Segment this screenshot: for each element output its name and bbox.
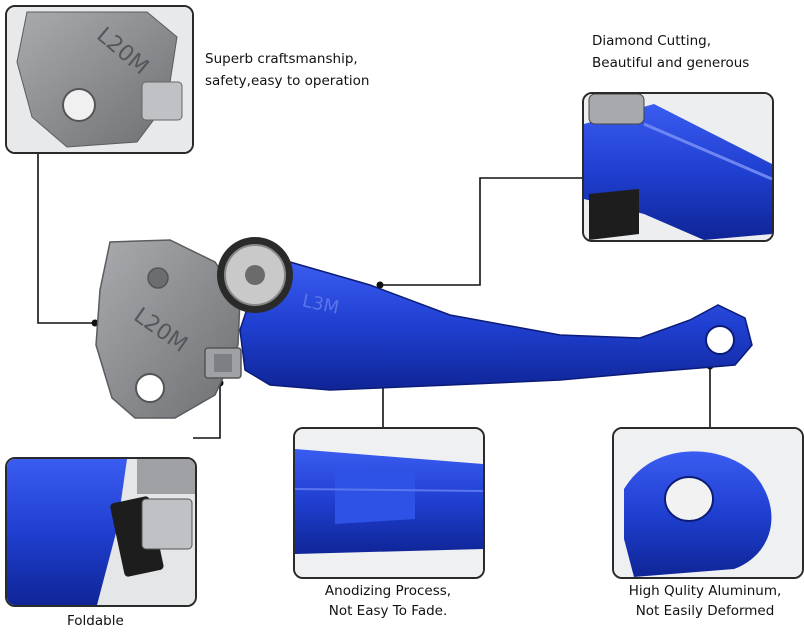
caption-anodizing: Anodizing Process, Not Easy To Fade.: [318, 581, 458, 621]
detail-panel-diamond: [582, 92, 774, 242]
caption-diamond-line2: Beautiful and generous: [592, 55, 750, 71]
connector-foldable: [193, 383, 221, 439]
detail-panel-anodizing: [293, 427, 485, 579]
caption-aluminum: High Qulity Aluminum, Not Easily Deforme…: [615, 581, 795, 621]
caption-diamond: Diamond Cutting, Beautiful and generous: [592, 30, 749, 74]
detail-panel-craftsmanship: L20M: [5, 5, 194, 154]
caption-diamond-line1: Diamond Cutting,: [592, 33, 711, 49]
caption-craftsmanship-line2: safety,easy to operation: [205, 73, 370, 89]
detail-panel-aluminum: [612, 427, 804, 579]
caption-craftsmanship-line1: Superb craftsmanship,: [205, 51, 358, 67]
caption-anodizing-line1: Anodizing Process,: [324, 583, 452, 599]
caption-aluminum-line2: Not Easily Deformed: [635, 603, 775, 619]
detail-panel-foldable: [5, 457, 197, 607]
caption-craftsmanship: Superb craftsmanship, safety,easy to ope…: [205, 48, 370, 92]
caption-aluminum-line1: High Qulity Aluminum,: [628, 583, 782, 599]
connector-diamond: [380, 177, 582, 286]
connector-craftsmanship: [37, 150, 95, 324]
caption-anodizing-line2: Not Easy To Fade.: [328, 603, 448, 619]
caption-foldable-line1: Foldable: [67, 613, 124, 629]
perch-body: [95, 239, 241, 419]
caption-foldable: Foldable: [67, 612, 124, 630]
lever-arm: [239, 261, 753, 391]
